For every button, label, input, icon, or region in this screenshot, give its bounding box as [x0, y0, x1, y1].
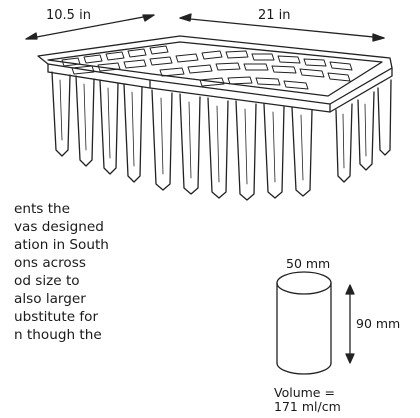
cell-cylinder-diagram — [276, 271, 332, 375]
text-line: ubstitute for — [14, 309, 99, 325]
text-line: ents the — [14, 201, 71, 217]
text-line: n though the — [14, 327, 102, 343]
text-line: od size to — [14, 273, 80, 289]
text-line: also larger — [14, 291, 86, 307]
width-label: 10.5 in — [46, 8, 91, 23]
cell-openings — [61, 45, 353, 90]
length-dimension-arrow — [179, 13, 385, 42]
description-text: ents the vas designed ation in South ons… — [0, 200, 109, 344]
diameter-label: 50 mm — [286, 256, 331, 271]
height-dimension-line — [345, 284, 355, 364]
volume-label: Volume = 171 ml/cm — [274, 386, 341, 414]
text-line: ons across — [14, 255, 86, 271]
length-label: 21 in — [258, 8, 291, 23]
volume-caption: Volume = — [274, 385, 335, 400]
width-dimension-arrow — [25, 14, 155, 40]
text-line: vas designed — [14, 219, 104, 235]
volume-value: 171 ml/cm — [274, 399, 341, 414]
tray-rim — [37, 35, 393, 105]
tray-cells — [51, 71, 392, 201]
height-label: 90 mm — [356, 316, 401, 331]
text-line: ation in South — [14, 237, 109, 253]
